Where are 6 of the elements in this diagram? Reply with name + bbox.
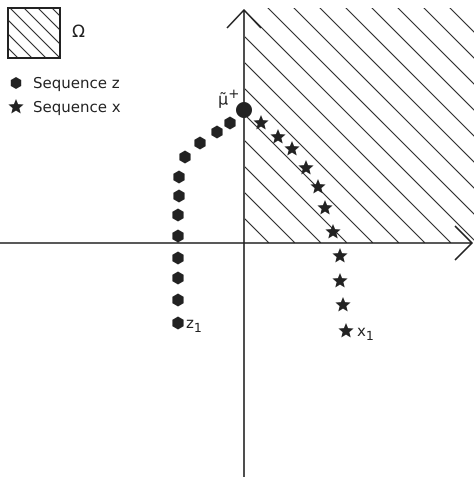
point-label: x$_{1}$ — [357, 324, 374, 342]
legend-label: Sequence z — [33, 76, 120, 91]
legend-label: Ω — [72, 24, 85, 41]
legend-label: Sequence x — [33, 100, 121, 115]
point-label: z$_{1}$ — [186, 316, 202, 334]
point-label: μ̃$^{+}$ — [218, 88, 240, 108]
